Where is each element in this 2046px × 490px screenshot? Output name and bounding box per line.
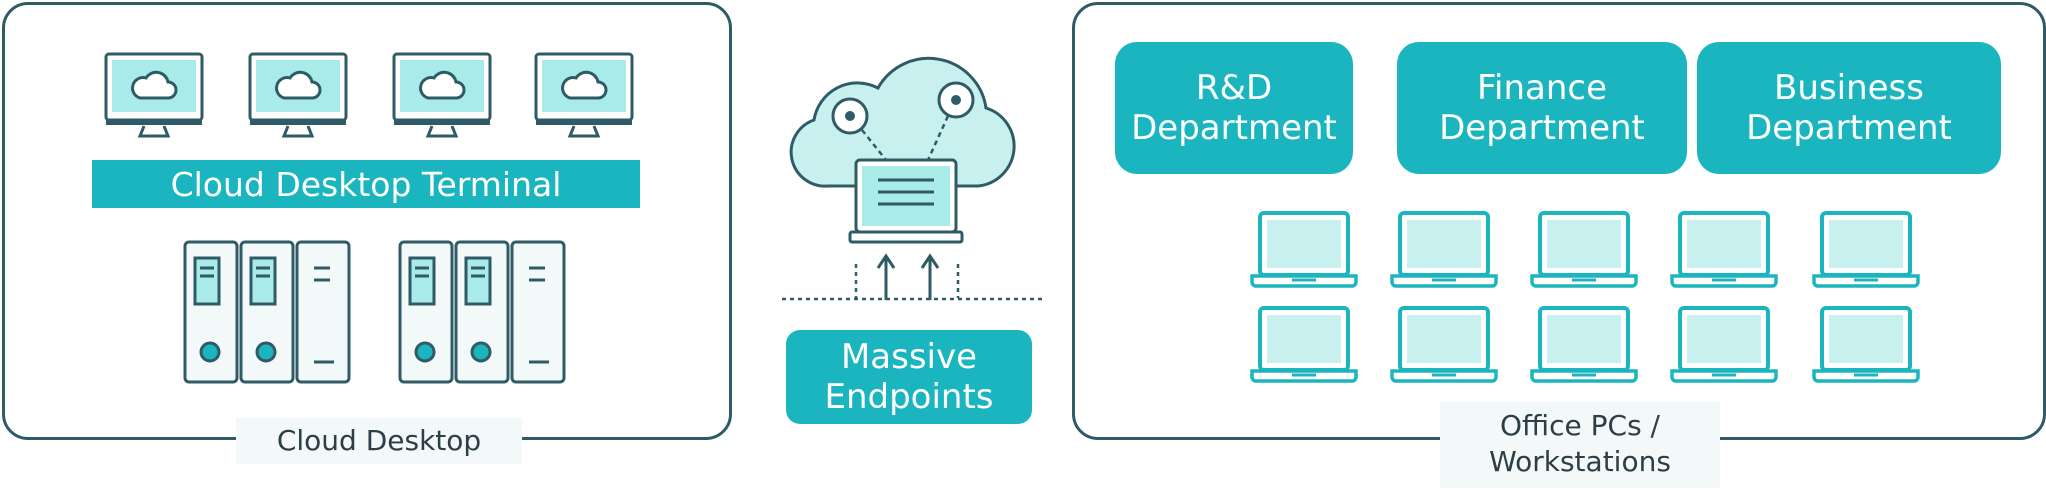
monitor-cloud-icon: [534, 52, 634, 138]
cloud-laptop-icon: [789, 56, 1016, 300]
laptop-icon: [1812, 305, 1920, 389]
laptop-icon: [1250, 210, 1358, 294]
department-suffix: Department: [1131, 108, 1337, 148]
laptop-icon: [1670, 305, 1778, 389]
department-finance: Finance Department: [1397, 42, 1687, 174]
server-rack-icon: [398, 240, 566, 384]
laptop-icon: [1530, 210, 1638, 294]
laptop-icon: [1390, 210, 1498, 294]
caption-line1: Office PCs /: [1500, 409, 1660, 442]
cloud-desktop-caption: Cloud Desktop: [236, 418, 522, 464]
massive-endpoints-label: Massive Endpoints: [786, 330, 1032, 424]
office-pcs-caption: Office PCs / Workstations: [1440, 402, 1720, 488]
network-dotted-line: [782, 297, 1042, 301]
endpoints-label-line1: Massive: [840, 337, 978, 377]
laptop-icon: [1812, 210, 1920, 294]
monitor-cloud-icon: [248, 52, 348, 138]
laptop-icon: [1530, 305, 1638, 389]
cloud-desktop-terminal-label: Cloud Desktop Terminal: [92, 160, 640, 208]
endpoints-label-line2: Endpoints: [824, 377, 994, 417]
department-name: Business: [1774, 68, 1924, 108]
department-rd: R&D Department: [1115, 42, 1353, 174]
department-name: R&D: [1195, 68, 1273, 108]
department-suffix: Department: [1746, 108, 1952, 148]
laptop-icon: [1670, 210, 1778, 294]
server-rack-icon: [183, 240, 351, 384]
monitor-cloud-icon: [392, 52, 492, 138]
department-name: Finance: [1476, 68, 1608, 108]
department-suffix: Department: [1439, 108, 1645, 148]
laptop-icon: [1250, 305, 1358, 389]
monitor-cloud-icon: [104, 52, 204, 138]
caption-line2: Workstations: [1489, 445, 1671, 478]
laptop-icon: [1390, 305, 1498, 389]
department-business: Business Department: [1697, 42, 2001, 174]
